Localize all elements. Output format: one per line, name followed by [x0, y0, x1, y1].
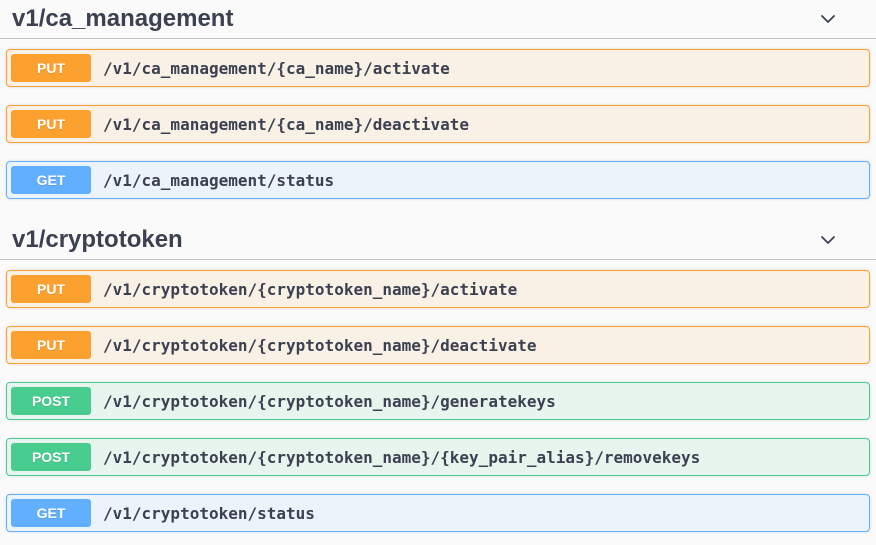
endpoint-row[interactable]: PUT /v1/cryptotoken/{cryptotoken_name}/d… — [6, 326, 870, 364]
chevron-down-icon[interactable] — [818, 230, 838, 250]
method-badge: GET — [11, 499, 91, 527]
endpoint-path: /v1/ca_management/status — [103, 170, 335, 190]
method-badge: POST — [11, 387, 91, 415]
endpoint-path: /v1/cryptotoken/status — [103, 503, 315, 523]
section-title: v1/cryptotoken — [12, 226, 183, 253]
method-badge: PUT — [11, 110, 91, 138]
section-title: v1/ca_management — [12, 5, 234, 32]
method-badge: GET — [11, 166, 91, 194]
endpoint-row[interactable]: POST /v1/cryptotoken/{cryptotoken_name}/… — [6, 438, 870, 476]
endpoint-list: PUT /v1/ca_management/{ca_name}/activate… — [0, 39, 876, 199]
endpoint-row[interactable]: PUT /v1/cryptotoken/{cryptotoken_name}/a… — [6, 270, 870, 308]
section-header[interactable]: v1/cryptotoken — [0, 221, 876, 260]
method-badge: PUT — [11, 275, 91, 303]
api-sections: v1/ca_management PUT /v1/ca_management/{… — [0, 0, 876, 532]
method-badge: PUT — [11, 331, 91, 359]
endpoint-path: /v1/cryptotoken/{cryptotoken_name}/activ… — [103, 279, 518, 299]
endpoint-path: /v1/ca_management/{ca_name}/activate — [103, 58, 450, 78]
chevron-down-icon[interactable] — [818, 9, 838, 29]
endpoint-path: /v1/cryptotoken/{cryptotoken_name}/deact… — [103, 335, 537, 355]
method-badge: PUT — [11, 54, 91, 82]
endpoint-row[interactable]: PUT /v1/ca_management/{ca_name}/activate — [6, 49, 870, 87]
api-section: v1/cryptotoken PUT /v1/cryptotoken/{cryp… — [0, 221, 876, 532]
endpoint-path: /v1/ca_management/{ca_name}/deactivate — [103, 114, 470, 134]
method-badge: POST — [11, 443, 91, 471]
endpoint-list: PUT /v1/cryptotoken/{cryptotoken_name}/a… — [0, 260, 876, 532]
endpoint-row[interactable]: POST /v1/cryptotoken/{cryptotoken_name}/… — [6, 382, 870, 420]
api-section: v1/ca_management PUT /v1/ca_management/{… — [0, 0, 876, 199]
endpoint-row[interactable]: GET /v1/ca_management/status — [6, 161, 870, 199]
endpoint-row[interactable]: PUT /v1/ca_management/{ca_name}/deactiva… — [6, 105, 870, 143]
section-header[interactable]: v1/ca_management — [0, 0, 876, 39]
endpoint-path: /v1/cryptotoken/{cryptotoken_name}/{key_… — [103, 447, 701, 467]
endpoint-path: /v1/cryptotoken/{cryptotoken_name}/gener… — [103, 391, 556, 411]
endpoint-row[interactable]: GET /v1/cryptotoken/status — [6, 494, 870, 532]
